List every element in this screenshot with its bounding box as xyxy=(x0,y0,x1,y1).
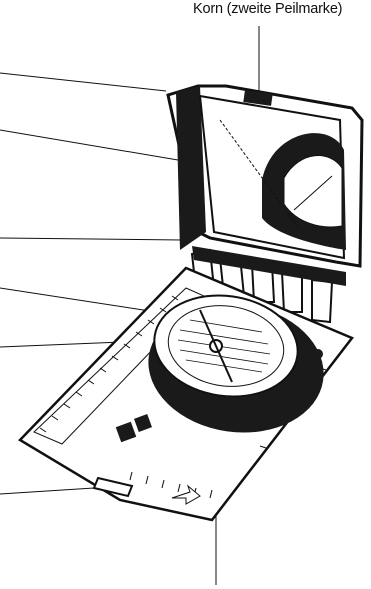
leader-line-hinge xyxy=(0,238,182,240)
compass-lid xyxy=(168,86,362,266)
leader-line-capsule xyxy=(0,288,150,311)
leader-line-scale xyxy=(0,342,122,347)
leader-line-lid xyxy=(0,73,166,91)
leader-line-mirror xyxy=(0,130,178,160)
leader-line-slot xyxy=(0,488,94,494)
